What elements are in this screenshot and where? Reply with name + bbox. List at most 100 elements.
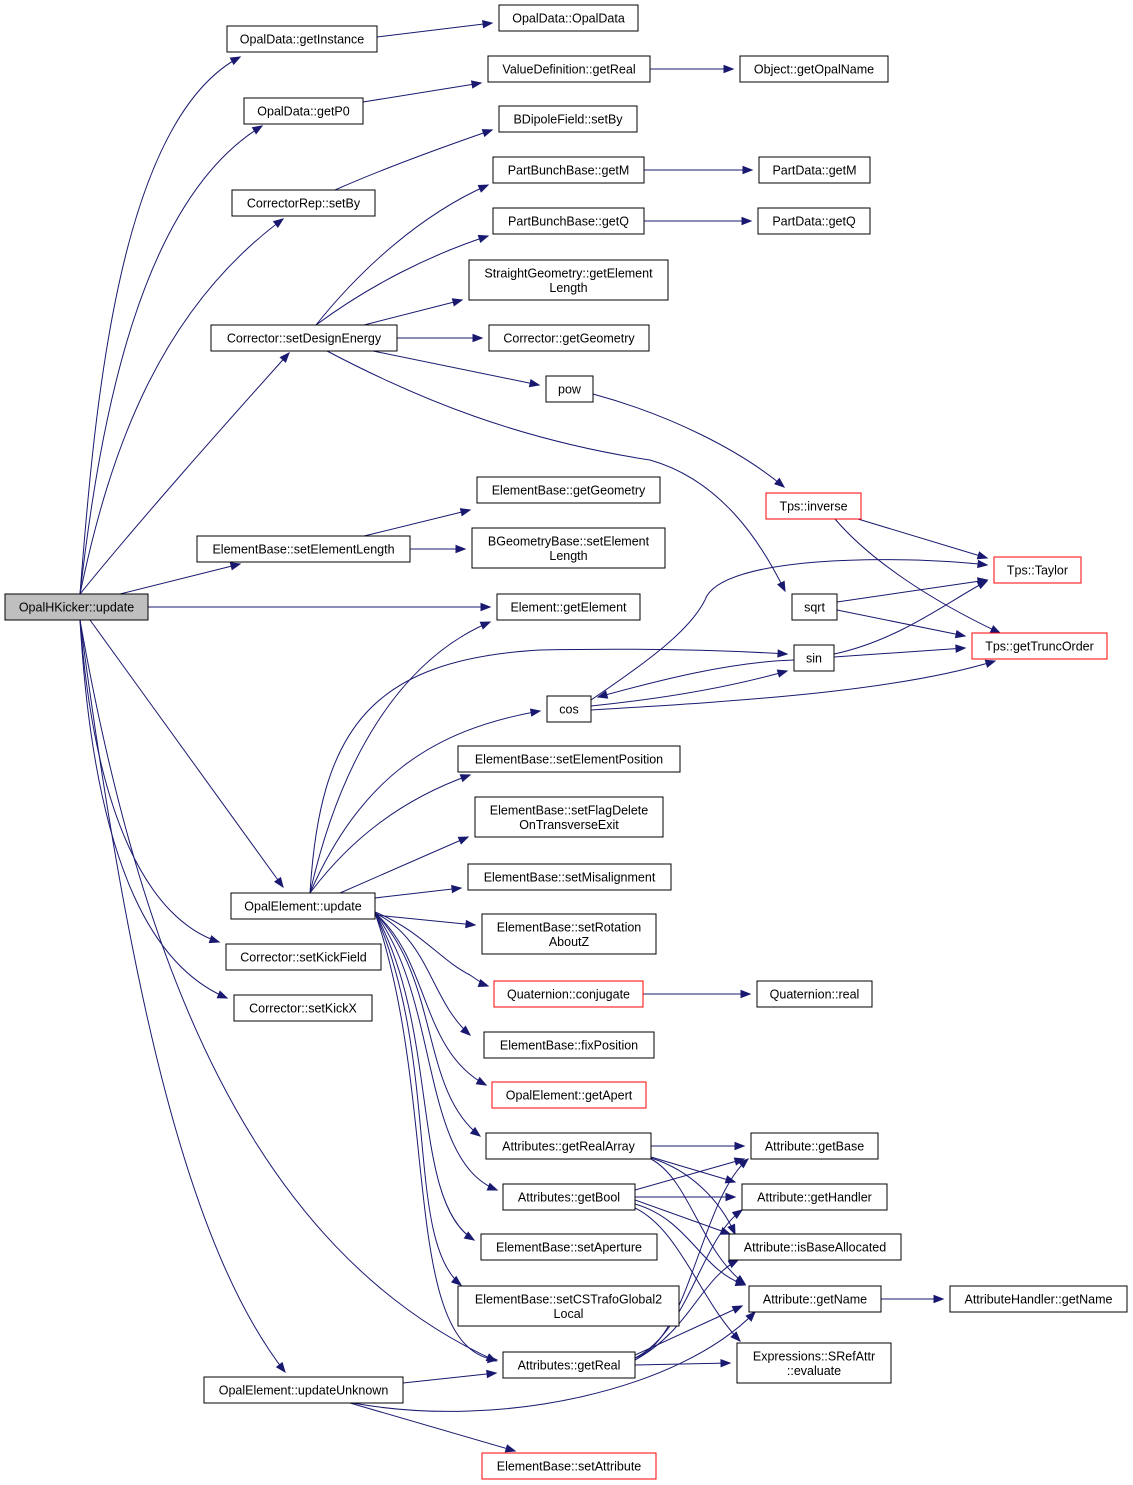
arrowhead-icon xyxy=(745,1311,756,1322)
arrowhead-icon xyxy=(738,1158,750,1169)
node-bdipolefield-setby[interactable]: BDipoleField::setBy xyxy=(498,105,638,133)
node-expressions-srefattr-evaluate[interactable]: Expressions::SRefAttr::evaluate xyxy=(736,1342,892,1384)
node-label: ::evaluate xyxy=(787,1364,841,1378)
arrowhead-icon xyxy=(984,659,997,668)
edge-oeuu-to-ebsat xyxy=(349,1402,517,1453)
node-box xyxy=(485,1132,652,1160)
edge-csde-to-pbm xyxy=(315,184,490,326)
node-tps-inverse[interactable]: Tps::inverse xyxy=(765,492,862,520)
node-label: Attribute::getName xyxy=(763,1293,867,1307)
node-label: Attributes::getBool xyxy=(518,1191,620,1205)
edge-csde-to-pow xyxy=(372,350,541,388)
node-opaldata-getp0[interactable]: OpalData::getP0 xyxy=(243,97,364,125)
node-opalhkicker-update[interactable]: OpalHKicker::update xyxy=(4,593,149,621)
node-label: OpalData::getP0 xyxy=(257,105,349,119)
node-element-getelement[interactable]: Element::getElement xyxy=(496,593,641,621)
node-elementbase-setflagdelete-ontransverseexit[interactable]: ElementBase::setFlagDeleteOnTransverseEx… xyxy=(474,796,664,838)
node-box xyxy=(793,644,835,672)
node-attributes-getrealarray[interactable]: Attributes::getRealArray xyxy=(485,1132,652,1160)
node-corrector-getgeometry[interactable]: Corrector::getGeometry xyxy=(488,324,650,352)
node-pow[interactable]: pow xyxy=(545,375,594,403)
node-label: ElementBase::setMisalignment xyxy=(484,871,656,885)
node-sin[interactable]: sin xyxy=(793,644,835,672)
node-label: BDipoleField::setBy xyxy=(513,113,623,127)
edge-oeu-to-ebsa xyxy=(374,912,476,1241)
arrowhead-icon xyxy=(740,989,752,999)
node-partdata-getm[interactable]: PartData::getM xyxy=(758,156,871,184)
node-quaternion-real[interactable]: Quaternion::real xyxy=(756,980,873,1008)
node-label: Attributes::getRealArray xyxy=(502,1140,635,1154)
node-corrector-setkickx[interactable]: Corrector::setKickX xyxy=(233,994,373,1022)
node-label: PartData::getM xyxy=(772,164,856,178)
edge-sqrt-to-tay xyxy=(836,577,989,603)
node-elementbase-setaperture[interactable]: ElementBase::setAperture xyxy=(480,1233,658,1261)
node-object-getopalname[interactable]: Object::getOpalName xyxy=(739,55,889,83)
node-opaldata-getinstance[interactable]: OpalData::getInstance xyxy=(226,25,378,53)
node-elementbase-setattribute[interactable]: ElementBase::setAttribute xyxy=(481,1452,657,1480)
node-attributes-getreal[interactable]: Attributes::getReal xyxy=(502,1351,636,1379)
node-tps-gettruncorder[interactable]: Tps::getTruncOrder xyxy=(971,632,1108,660)
node-opaldata-opaldata[interactable]: OpalData::OpalData xyxy=(498,4,639,32)
node-label: Corrector::setDesignEnergy xyxy=(227,332,382,346)
node-quaternion-conjugate[interactable]: Quaternion::conjugate xyxy=(493,980,644,1008)
node-label: ElementBase::setAttribute xyxy=(497,1460,642,1474)
node-label: cos xyxy=(559,703,578,717)
node-elementbase-setmisalignment[interactable]: ElementBase::setMisalignment xyxy=(467,863,672,891)
node-label: ElementBase::setAperture xyxy=(496,1241,642,1255)
node-elementbase-getgeometry[interactable]: ElementBase::getGeometry xyxy=(476,476,661,504)
node-label: OpalElement::getApert xyxy=(506,1089,633,1103)
node-bgeometrybase-setelement-length[interactable]: BGeometryBase::setElementLength xyxy=(471,527,666,569)
edge-root-to-egel xyxy=(143,602,492,612)
node-elementbase-fixposition[interactable]: ElementBase::fixPosition xyxy=(483,1031,655,1059)
edge-line xyxy=(597,659,795,698)
node-label: Object::getOpalName xyxy=(754,63,874,77)
edge-oeu-to-ebscs xyxy=(374,912,463,1286)
node-opalelement-updateunknown[interactable]: OpalElement::updateUnknown xyxy=(203,1376,404,1404)
edge-oeuu-to-agn xyxy=(352,1311,756,1412)
edge-agbool-to-esr xyxy=(634,1207,741,1342)
node-valuedefinition-getreal[interactable]: ValueDefinition::getReal xyxy=(487,55,651,83)
node-partbunchbase-getq[interactable]: PartBunchBase::getQ xyxy=(492,207,645,235)
edge-line xyxy=(79,619,497,1362)
node-cos[interactable]: cos xyxy=(546,695,592,723)
node-label: Tps::Taylor xyxy=(1007,564,1068,578)
node-partbunchbase-getm[interactable]: PartBunchBase::getM xyxy=(492,156,645,184)
edge-root-to-cskf xyxy=(79,619,221,944)
node-elementbase-setelementlength[interactable]: ElementBase::setElementLength xyxy=(196,535,411,563)
node-corrector-setdesignenergy[interactable]: Corrector::setDesignEnergy xyxy=(210,324,398,352)
node-box xyxy=(4,593,149,621)
node-box xyxy=(481,913,657,955)
edge-line xyxy=(376,22,493,38)
node-box xyxy=(498,4,639,32)
node-attribute-gethandler[interactable]: Attribute::getHandler xyxy=(741,1183,888,1211)
node-corrector-setkickfield[interactable]: Corrector::setKickField xyxy=(225,943,382,971)
arrowhead-icon xyxy=(485,1353,498,1362)
edge-line xyxy=(634,1259,739,1361)
node-opalelement-update[interactable]: OpalElement::update xyxy=(230,892,376,920)
node-tps-taylor[interactable]: Tps::Taylor xyxy=(993,556,1082,584)
edges xyxy=(79,19,1002,1453)
node-attribute-getname[interactable]: Attribute::getName xyxy=(748,1285,882,1313)
node-elementbase-setelementposition[interactable]: ElementBase::setElementPosition xyxy=(457,745,681,773)
node-opalelement-getapert[interactable]: OpalElement::getApert xyxy=(491,1081,647,1109)
edge-line xyxy=(833,580,988,655)
node-attribute-getbase[interactable]: Attribute::getBase xyxy=(750,1132,879,1160)
node-attributehandler-getname[interactable]: AttributeHandler::getName xyxy=(949,1285,1128,1313)
arrowhead-icon xyxy=(477,184,490,193)
arrowhead-icon xyxy=(216,990,229,999)
edge-gi-to-od xyxy=(376,19,494,38)
node-attributes-getbool[interactable]: Attributes::getBool xyxy=(502,1183,636,1211)
edge-agr-to-agh xyxy=(634,1209,744,1359)
node-sqrt[interactable]: sqrt xyxy=(791,593,838,621)
arrowhead-icon xyxy=(457,836,470,845)
edge-pow-to-tinv xyxy=(592,393,786,488)
edge-line xyxy=(79,125,263,595)
node-partdata-getq[interactable]: PartData::getQ xyxy=(757,207,871,235)
node-attribute-isbaseallocated[interactable]: Attribute::isBaseAllocated xyxy=(728,1233,902,1261)
node-correctorrep-setby[interactable]: CorrectorRep::setBy xyxy=(231,189,376,217)
node-label: Corrector::setKickField xyxy=(240,951,366,965)
arrowhead-icon xyxy=(460,1025,472,1036)
